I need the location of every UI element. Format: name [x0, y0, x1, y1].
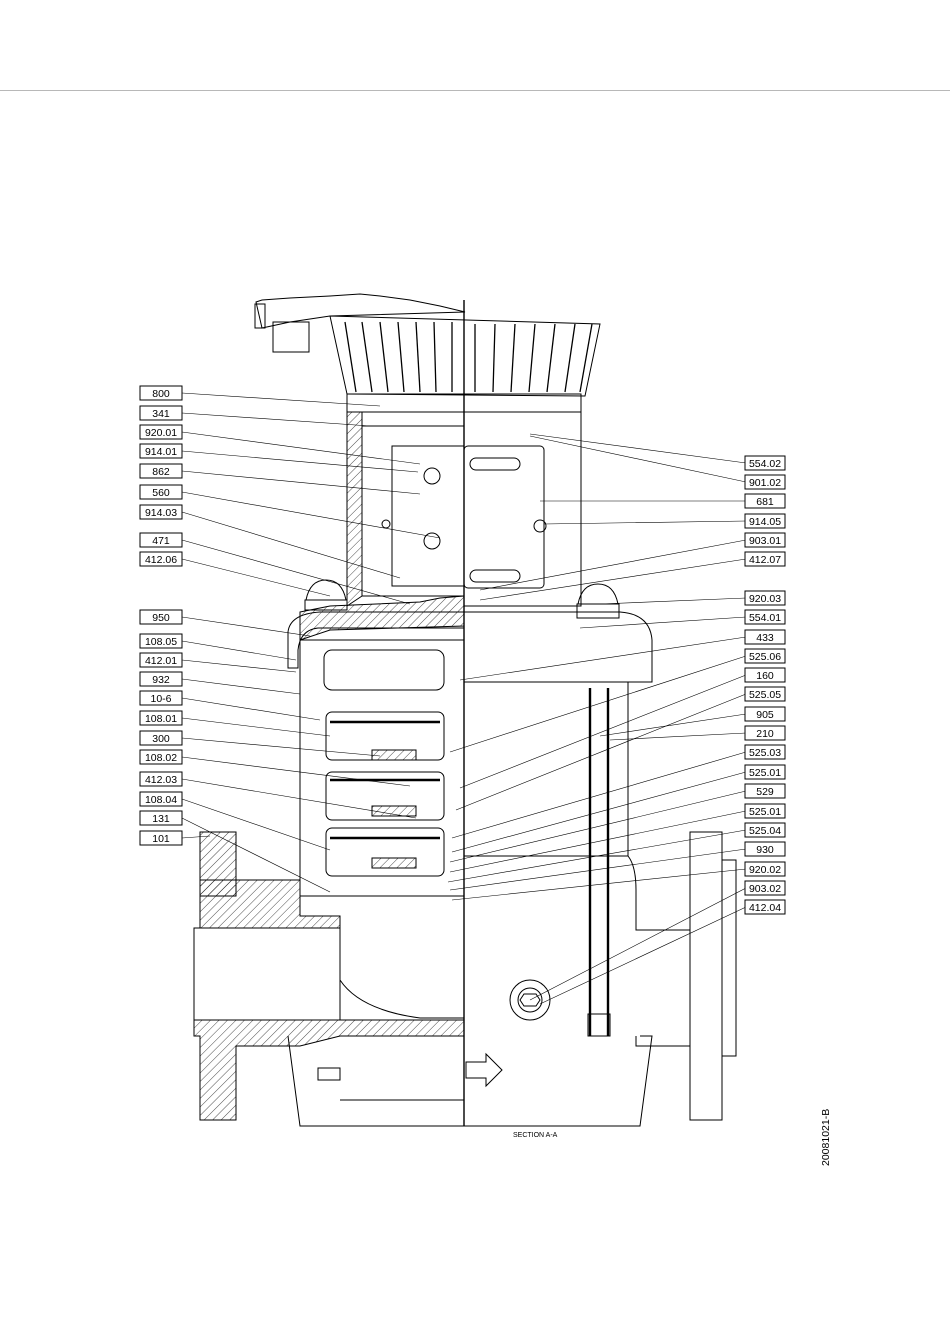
- callout-label: 131: [152, 813, 170, 825]
- callout-560: 560: [140, 485, 182, 499]
- callout-914.01: 914.01: [140, 444, 182, 458]
- drawing-id: 20081021-B: [820, 1109, 832, 1166]
- callout-920.03: 920.03: [745, 591, 785, 605]
- callout-108.04: 108.04: [140, 792, 182, 806]
- callout-label: 525.04: [749, 825, 781, 837]
- left-callouts: 800 341 920.01 914.01 862 560 914.03 471 412.06 9…: [140, 386, 182, 845]
- callout-681: 681: [745, 494, 785, 508]
- callout-label: 108.05: [145, 636, 177, 648]
- callout-471: 471: [140, 533, 182, 547]
- callout-160: 160: [745, 668, 785, 682]
- callout-108.02: 108.02: [140, 750, 182, 764]
- callout-label: 341: [152, 408, 170, 420]
- callout-label: 412.06: [145, 554, 177, 566]
- callout-210: 210: [745, 726, 785, 740]
- callout-label: 905: [756, 709, 774, 721]
- callout-905: 905: [745, 707, 785, 721]
- callout-label: 412.03: [145, 774, 177, 786]
- callout-920.01: 920.01: [140, 425, 182, 439]
- callout-903.02: 903.02: [745, 881, 785, 895]
- callout-label: 681: [756, 496, 774, 508]
- callout-412.01: 412.01: [140, 653, 182, 667]
- callout-label: 554.01: [749, 612, 781, 624]
- callout-108.01: 108.01: [140, 711, 182, 725]
- callout-label: 930: [756, 844, 774, 856]
- callout-412.07: 412.07: [745, 552, 785, 566]
- callout-label: 554.02: [749, 458, 781, 470]
- callout-label: 300: [152, 733, 170, 745]
- callout-label: 471: [152, 535, 170, 547]
- callout-label: 914.03: [145, 507, 177, 519]
- callout-label: 525.05: [749, 689, 781, 701]
- callout-label: 920.01: [145, 427, 177, 439]
- callout-label: 862: [152, 466, 170, 478]
- callout-label: 903.01: [749, 535, 781, 547]
- callout-300: 300: [140, 731, 182, 745]
- callout-label: 160: [756, 670, 774, 682]
- callout-label: 10-6: [150, 693, 171, 705]
- callout-950: 950: [140, 610, 182, 624]
- callout-label: 800: [152, 388, 170, 400]
- callout-525.01: 525.01: [745, 804, 785, 818]
- callout-label: 412.07: [749, 554, 781, 566]
- callout-525.01: 525.01: [745, 765, 785, 779]
- callout-525.03: 525.03: [745, 745, 785, 759]
- callout-label: 108.01: [145, 713, 177, 725]
- callout-341: 341: [140, 406, 182, 420]
- callout-label: 529: [756, 786, 774, 798]
- callout-label: 210: [756, 728, 774, 740]
- callout-label: 525.01: [749, 767, 781, 779]
- callout-914.03: 914.03: [140, 505, 182, 519]
- callout-label: 920.03: [749, 593, 781, 605]
- callout-930: 930: [745, 842, 785, 856]
- callout-101: 101: [140, 831, 182, 845]
- callout-932: 932: [140, 672, 182, 686]
- section-label: SECTION A-A: [513, 1132, 558, 1139]
- callout-554.01: 554.01: [745, 610, 785, 624]
- callout-label: 914.05: [749, 516, 781, 528]
- callout-label: 525.03: [749, 747, 781, 759]
- callout-label: 412.01: [145, 655, 177, 667]
- callout-label: 914.01: [145, 446, 177, 458]
- right-leaders: [448, 434, 746, 1004]
- pump-drawing: [194, 294, 736, 1126]
- callout-412.04: 412.04: [745, 900, 785, 914]
- callout-914.05: 914.05: [745, 514, 785, 528]
- callout-529: 529: [745, 784, 785, 798]
- callout-108.05: 108.05: [140, 634, 182, 648]
- callout-label: 525.01: [749, 806, 781, 818]
- callout-label: 920.02: [749, 864, 781, 876]
- callout-131: 131: [140, 811, 182, 825]
- callout-label: 108.02: [145, 752, 177, 764]
- callout-label: 932: [152, 674, 170, 686]
- callout-10-6: 10-6: [140, 691, 182, 705]
- callout-label: 525.06: [749, 651, 781, 663]
- callout-412.06: 412.06: [140, 552, 182, 566]
- right-callouts: 554.02 901.02 681 914.05 903.01 412.07 920.03 5…: [745, 456, 785, 914]
- callout-label: 433: [756, 632, 774, 644]
- callout-label: 101: [152, 833, 170, 845]
- callout-433: 433: [745, 630, 785, 644]
- callout-label: 950: [152, 612, 170, 624]
- left-leaders: [182, 393, 440, 892]
- callout-label: 901.02: [749, 477, 781, 489]
- callout-525.04: 525.04: [745, 823, 785, 837]
- callout-label: 903.02: [749, 883, 781, 895]
- callout-920.02: 920.02: [745, 862, 785, 876]
- callout-412.03: 412.03: [140, 772, 182, 786]
- callout-903.01: 903.01: [745, 533, 785, 547]
- callout-862: 862: [140, 464, 182, 478]
- callout-label: 412.04: [749, 902, 781, 914]
- callout-label: 560: [152, 487, 170, 499]
- callout-554.02: 554.02: [745, 456, 785, 470]
- callout-901.02: 901.02: [745, 475, 785, 489]
- callout-label: 108.04: [145, 794, 177, 806]
- callout-800: 800: [140, 386, 182, 400]
- callout-525.06: 525.06: [745, 649, 785, 663]
- callout-525.05: 525.05: [745, 687, 785, 701]
